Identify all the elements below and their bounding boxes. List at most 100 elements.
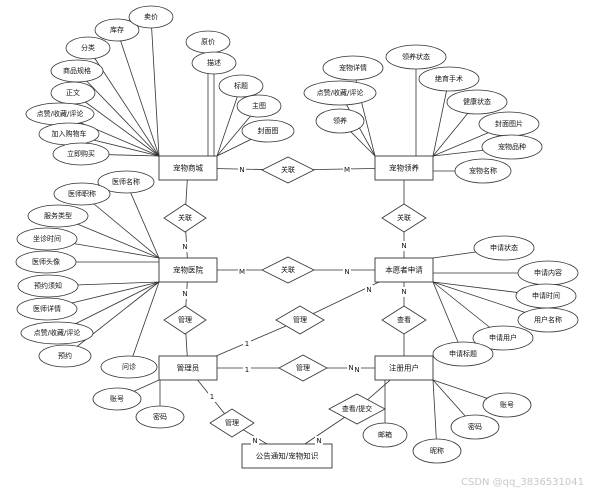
attribute-label: 健康状态: [463, 97, 491, 106]
relationship-diamond: [278, 354, 328, 382]
attribute-node: 密码: [450, 414, 500, 440]
cardinality-bg: [347, 363, 355, 373]
attribute-ellipse: [191, 51, 237, 75]
attribute-ellipse: [52, 142, 110, 166]
attribute-node: 描述: [191, 51, 237, 75]
attribute-node: 昵称: [412, 438, 462, 464]
relationship-node: 管理: [278, 354, 328, 382]
entity-box: [374, 257, 434, 283]
cardinality-bg: [181, 242, 189, 252]
attribute-link: [116, 29, 160, 157]
cardinality-bg: [315, 436, 323, 446]
cardinality-bg: [243, 365, 251, 375]
cardinality-bg: [343, 165, 351, 175]
relationship-label: 关联: [281, 165, 295, 174]
entity-label: 宠物领养: [389, 163, 419, 173]
relationship-label: 管理: [178, 315, 192, 324]
attribute-link: [216, 85, 242, 157]
attribute-label: 点赞/收藏/评论: [37, 109, 84, 118]
cardinality-label: N: [401, 288, 406, 296]
attribute-label: 分类: [81, 43, 95, 52]
attribute-ellipse: [135, 405, 185, 429]
attribute-label: 医师详情: [33, 304, 61, 313]
attribute-node: 申请内容: [517, 260, 579, 286]
attribute-node: 领养: [315, 108, 365, 134]
attribute-ellipse: [418, 66, 480, 92]
cardinality-bg: [353, 365, 361, 375]
attribute-label: 标题: [234, 81, 248, 90]
cardinality-label: M: [239, 268, 245, 276]
attribute-label: 医师职称: [68, 189, 96, 198]
attribute-node: 医师职称: [53, 182, 111, 206]
entity-box: [158, 257, 218, 283]
attribute-node: 申请标题: [432, 341, 494, 367]
attribute-label: 医师名称: [112, 177, 140, 186]
cardinality-label: N: [182, 290, 187, 298]
relationship-label: 管理: [293, 315, 307, 324]
entity-box: [158, 155, 218, 181]
attribute-link: [432, 78, 450, 157]
attribute-label: 描述: [207, 58, 221, 67]
relationship-diamond: [163, 305, 207, 335]
relationship-diamond: [381, 203, 427, 233]
attribute-node: 点赞/收藏/评论: [25, 102, 95, 126]
attribute-label: 库存: [110, 25, 124, 34]
attribute-node: 宠物名称: [454, 158, 512, 184]
cardinality-label: N: [354, 366, 359, 374]
relationship-node: 管理: [163, 305, 207, 335]
cardinality-label: N: [348, 364, 353, 372]
cardinality-bg: [400, 287, 408, 297]
attribute-ellipse: [432, 341, 494, 367]
relationship-diamond: [328, 393, 386, 425]
attribute-ellipse: [15, 250, 77, 274]
attribute-node: 申请时间: [515, 283, 577, 309]
relationship-label: 查看/提交: [342, 404, 372, 413]
cardinality-label: 1: [245, 340, 249, 348]
attribute-node: 分类: [65, 36, 111, 60]
attribute-node: 健康状态: [446, 89, 508, 115]
attribute-ellipse: [472, 325, 534, 351]
entity-box: [158, 355, 218, 381]
relationship-node: 关联: [163, 203, 207, 233]
attribute-node: 点赞/收藏/评论: [20, 321, 94, 345]
attribute-label: 问诊: [122, 362, 136, 371]
attribute-node: 点赞/收藏/评论: [303, 80, 377, 106]
attribute-label: 立即购买: [67, 149, 95, 158]
attribute-ellipse: [128, 5, 174, 29]
attribute-ellipse: [412, 438, 462, 464]
attribute-ellipse: [446, 89, 508, 115]
attribute-ellipse: [362, 422, 408, 448]
attribute-node: 标题: [218, 74, 264, 98]
attribute-node: 申请用户: [472, 325, 534, 351]
cardinality-label: N: [344, 268, 349, 276]
attribute-label: 账号: [110, 394, 124, 403]
cardinality-bg: [251, 436, 259, 446]
cardinality-label: N: [401, 242, 406, 250]
cardinality-bg: [208, 392, 216, 402]
attribute-label: 密码: [468, 422, 482, 431]
cardinality-label: N: [316, 437, 321, 445]
attribute-link: [76, 70, 160, 157]
relationship-node: 关联: [261, 156, 315, 184]
entity-box: [374, 355, 434, 381]
cardinality-bg: [400, 241, 408, 251]
entity-label: 宠物医院: [173, 265, 203, 275]
relationship-node: 关联: [381, 203, 427, 233]
attribute-label: 宠物详情: [339, 63, 367, 72]
attribute-label: 领养: [333, 116, 347, 125]
attribute-node: 预约: [38, 344, 92, 368]
attribute-node: 申请状态: [473, 235, 535, 261]
attribute-node: 密码: [135, 405, 185, 429]
attribute-label: 账号: [500, 400, 514, 409]
attribute-ellipse: [38, 344, 92, 368]
relationship-label: 管理: [296, 363, 310, 372]
attribute-node: 封面图: [241, 119, 295, 143]
attribute-label: 申请用户: [489, 333, 517, 342]
cardinality-label: M: [344, 166, 350, 174]
cardinality-label: N: [366, 286, 371, 294]
entity-box: [241, 443, 333, 469]
attribute-label: 密码: [153, 412, 167, 421]
attribute-node: 问诊: [100, 355, 158, 379]
attribute-node: 卖价: [128, 5, 174, 29]
relationship-node: 查看/提交: [328, 393, 386, 425]
